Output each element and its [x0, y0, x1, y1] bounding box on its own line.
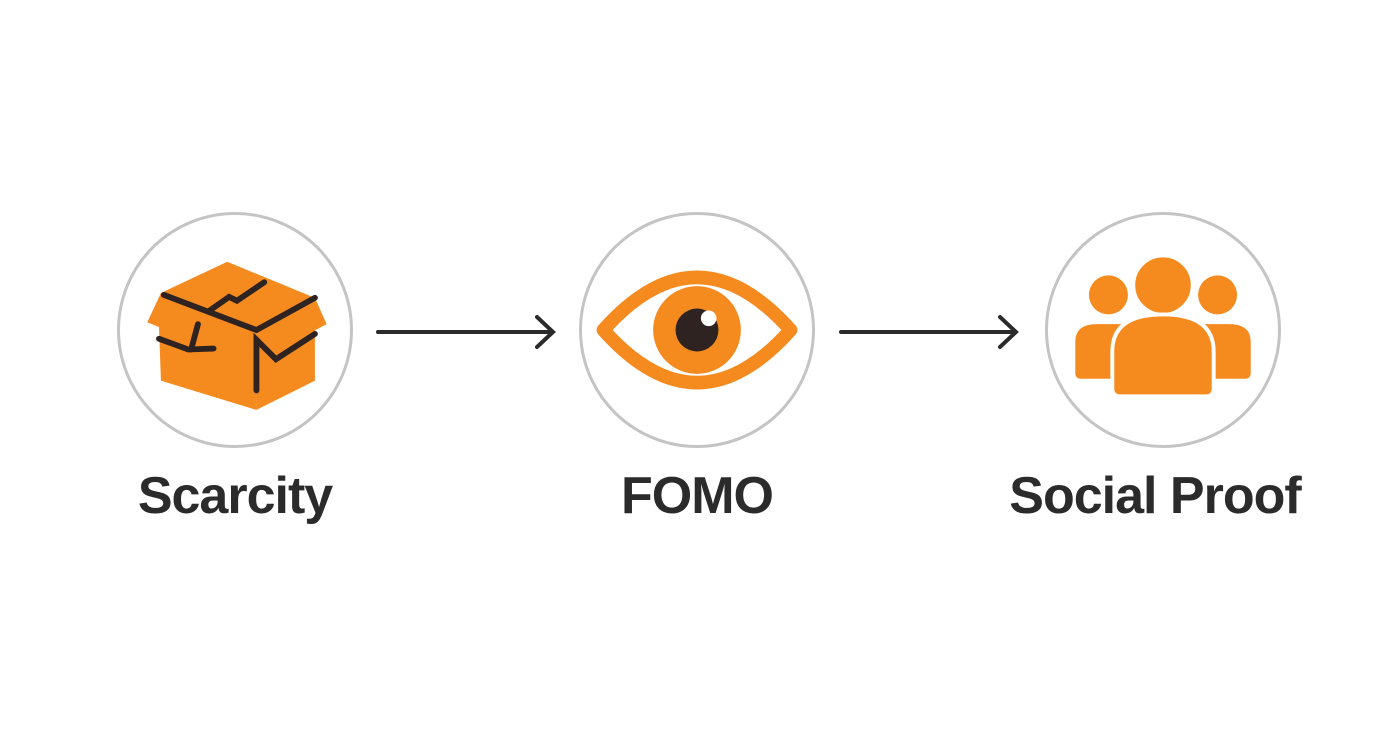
node-label-fomo: FOMO [621, 467, 774, 525]
fomo-node [579, 212, 815, 448]
eye-icon [596, 270, 798, 390]
arrow-right-icon [839, 315, 1019, 349]
node-label-scarcity: Scarcity [137, 467, 333, 525]
social-proof-node [1045, 212, 1281, 448]
arrow-right-icon [376, 315, 556, 349]
open-box-icon [147, 261, 327, 410]
node-label-social-proof: Social Proof [1009, 467, 1301, 525]
scarcity-node [117, 212, 353, 448]
group-people-icon [1075, 254, 1251, 399]
